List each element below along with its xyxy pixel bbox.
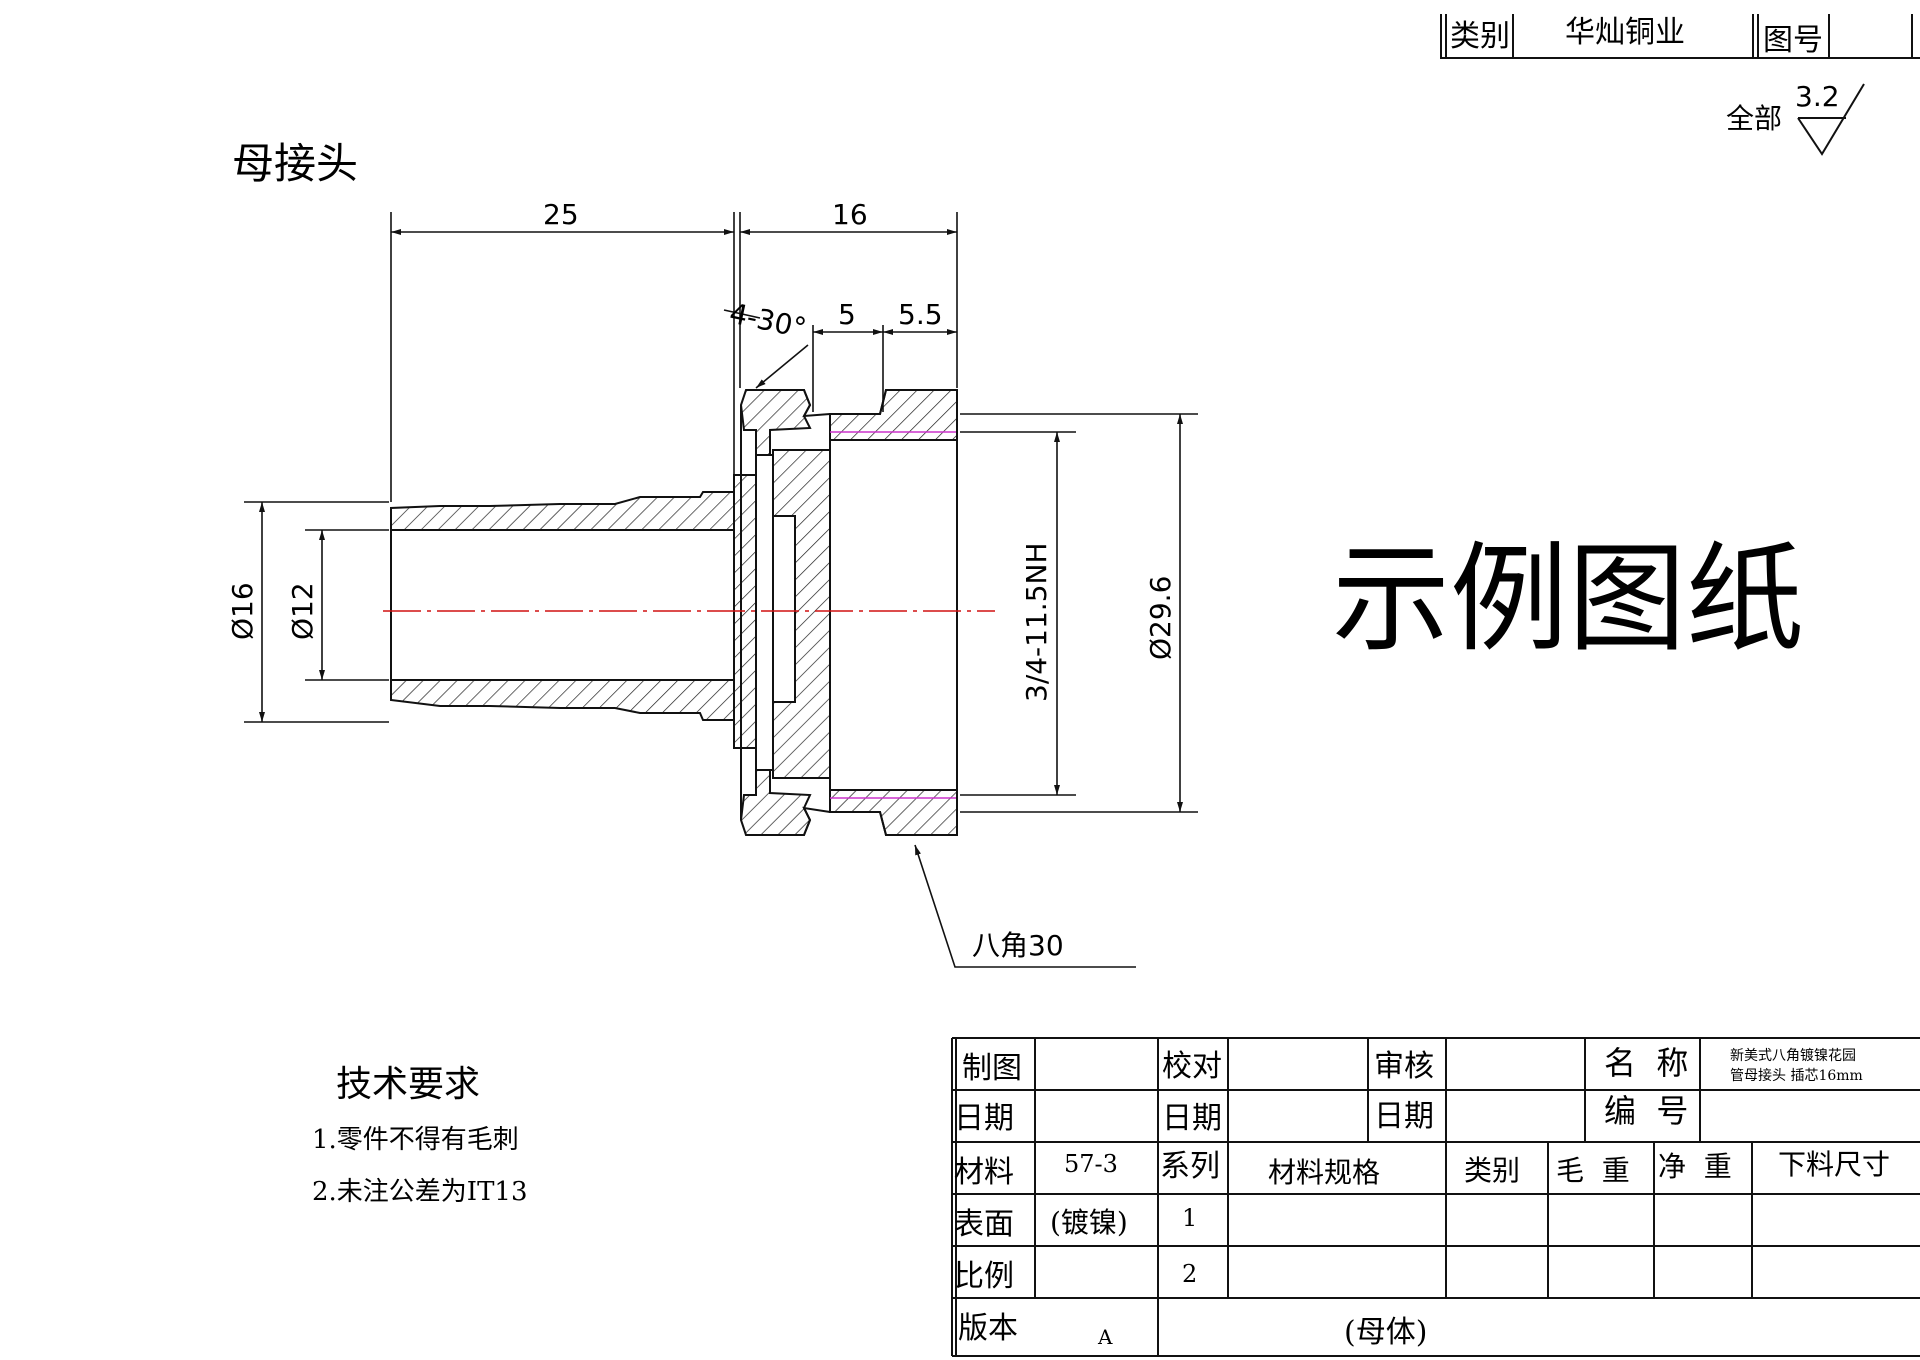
tb-surface-label: 表面 <box>954 1207 1014 1242</box>
tb-date-label-3: 日期 <box>1374 1099 1434 1134</box>
tb-drawn-label: 制图 <box>962 1051 1022 1086</box>
title-block-grid <box>951 1037 1920 1357</box>
tb-net-weight-label: 净 重 <box>1658 1150 1732 1183</box>
tb-name-line2: 管母接头 插芯16mm <box>1730 1067 1863 1084</box>
dim-seg-b: 5.5 <box>898 298 943 331</box>
roughness-symbol <box>1797 83 1865 156</box>
dim-len-barb: 25 <box>543 198 579 231</box>
tb-spec-label: 材料规格 <box>1268 1156 1380 1189</box>
dim-len-nut: 16 <box>832 198 868 231</box>
tb-series-label: 系列 <box>1160 1149 1220 1184</box>
tb-blank-size-label: 下料尺寸 <box>1778 1148 1890 1181</box>
header-company: 华灿铜业 <box>1565 15 1685 50</box>
thread-lines <box>830 431 957 799</box>
tech-item-2: 2.未注公差为IT13 <box>312 1177 528 1207</box>
part-section-view <box>383 389 995 836</box>
surface-finish-label: 全部 <box>1726 102 1782 135</box>
tb-material-value: 57-3 <box>1064 1150 1118 1178</box>
dimension-lines <box>244 212 1198 968</box>
tb-review-label: 审核 <box>1374 1049 1434 1084</box>
tb-date-label-2: 日期 <box>1162 1101 1222 1136</box>
tb-gross-weight-label: 毛 重 <box>1556 1154 1630 1187</box>
tb-surface-value: (镀镍) <box>1050 1206 1128 1239</box>
tb-material-label: 材料 <box>954 1155 1014 1190</box>
header-category-label: 类别 <box>1450 19 1510 54</box>
header-block <box>1440 14 1920 59</box>
watermark-text: 示例图纸 <box>1332 530 1804 668</box>
part-title: 母接头 <box>232 139 358 188</box>
tb-row1-no: 1 <box>1182 1204 1197 1232</box>
tb-version-label: 版本 <box>958 1311 1018 1346</box>
dim-dia-inner: Ø12 <box>286 582 319 640</box>
dim-chamfer: 4-30° <box>727 297 810 345</box>
dim-dia-nut: Ø29.6 <box>1144 576 1177 660</box>
tb-name-label: 名 称 <box>1604 1044 1688 1082</box>
dim-thread: 3/4-11.5NH <box>1020 542 1053 702</box>
tb-version-value: A <box>1097 1325 1113 1349</box>
dim-dia-outer-barb: Ø16 <box>226 582 259 640</box>
tb-category-label: 类别 <box>1464 1154 1520 1187</box>
header-drawing-no-label: 图号 <box>1763 23 1823 58</box>
tb-date-label-1: 日期 <box>954 1101 1014 1136</box>
tech-title: 技术要求 <box>336 1064 480 1105</box>
bores <box>390 439 958 791</box>
hatched-material <box>390 389 958 836</box>
dim-seg-a: 5 <box>838 298 856 331</box>
dim-octagon: 八角30 <box>972 929 1064 962</box>
tb-number-label: 编 号 <box>1604 1092 1688 1130</box>
outline <box>740 389 958 836</box>
tb-name-line1: 新美式八角镀镍花园 <box>1730 1047 1856 1064</box>
surface-finish-value: 3.2 <box>1795 80 1840 113</box>
tb-part-name: (母体) <box>1344 1315 1427 1350</box>
tb-check-label: 校对 <box>1162 1049 1222 1084</box>
tb-row2-no: 2 <box>1182 1260 1197 1288</box>
tb-scale-label: 比例 <box>954 1259 1014 1294</box>
tech-item-1: 1.零件不得有毛刺 <box>312 1125 519 1155</box>
